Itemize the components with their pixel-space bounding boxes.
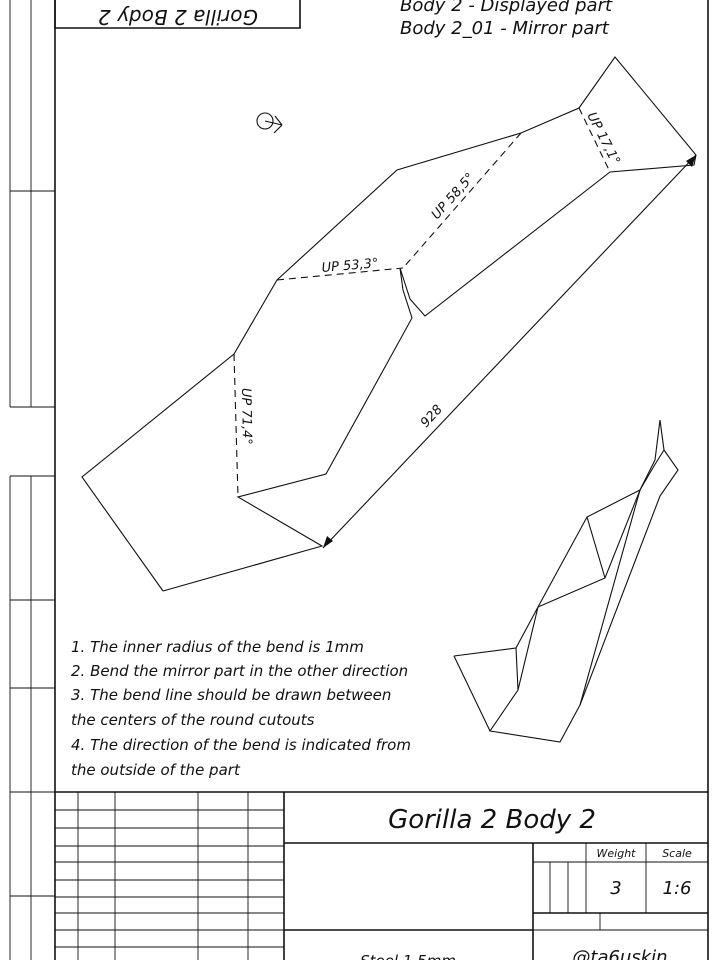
bend-label-4: UP 71,4° [238,388,254,445]
bend-label-1: UP 17,1° [583,110,622,168]
note-line-6: the outside of the part [71,761,241,779]
bend-label-3: UP 53,3° [321,256,379,276]
displayed-part-label: Body 2 - Displayed part [400,0,613,16]
view-direction-symbol [256,112,283,134]
bend-line-3 [276,267,404,281]
dimension-value: 928 [418,402,446,430]
notes-block: 1. The inner radius of the bend is 1mm 2… [71,638,411,779]
flat-pattern-outline [81,56,697,592]
weight-label: Weight [597,847,637,860]
mirrored-stamp-text: Gorilla 2 Body 2 [98,5,258,29]
title-block [55,791,708,960]
sheet-frame [9,0,709,960]
dimension-line [322,154,697,549]
mirrored-stamp: Gorilla 2 Body 2 [54,0,301,29]
note-line-1: 1. The inner radius of the bend is 1mm [71,638,364,656]
weight-value: 3 [610,878,621,899]
bend-line-2 [402,132,522,269]
drawing-title: Gorilla 2 Body 2 [388,805,596,835]
material-spec: Steel 1,5mm [360,952,456,960]
bent-part-preview [453,419,679,743]
author: @ta6uskin [572,947,667,960]
bend-lines [233,107,611,498]
mirror-part-label: Body 2_01 - Mirror part [400,18,610,39]
scale-value: 1:6 [663,878,692,899]
bend-label-2: UP 58,5° [429,170,478,222]
bend-line-4 [233,353,239,498]
scale-label: Scale [662,847,692,860]
note-line-5: 4. The direction of the bend is indicate… [71,736,411,754]
note-line-2: 2. Bend the mirror part in the other dir… [71,662,408,680]
note-line-3: 3. The bend line should be drawn between [71,686,391,704]
note-line-4: the centers of the round cutouts [71,711,315,729]
